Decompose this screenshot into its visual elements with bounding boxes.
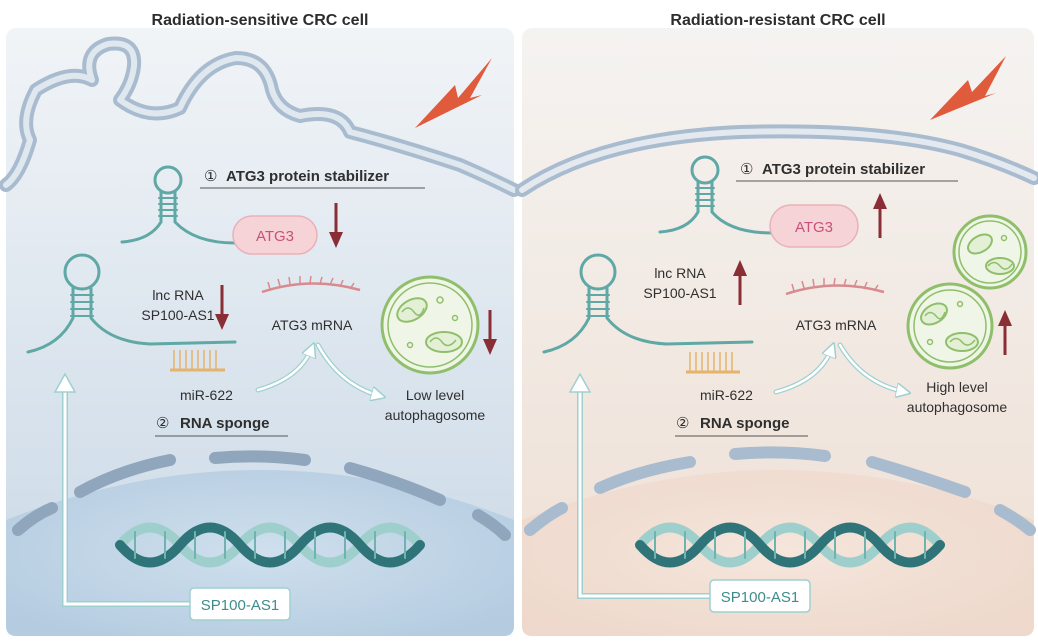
right-mirna-strand: [686, 352, 740, 374]
right-upper-lncrna-hairpin: [658, 155, 774, 235]
right-dna-helix-icon: [635, 522, 945, 568]
right-stabilizer-label: ATG3 protein stabilizer: [762, 161, 925, 178]
left-lncrna-down-arrow-icon: [215, 285, 229, 330]
left-atg3-down-arrow-icon: [329, 203, 343, 248]
left-dna-helix-icon: [115, 522, 425, 568]
left-sponge-label: RNA sponge: [180, 415, 269, 432]
left-lncrna-label-line2: SP100-AS1: [141, 307, 214, 323]
right-lncrna-label-line1: lnc RNA: [654, 265, 706, 281]
right-panel: Radiation-resistant CRC cell ① ATG3 prot…: [515, 12, 1038, 636]
right-autophagosome-icon-bottom: [906, 282, 994, 370]
right-nuclear-envelope: [524, 446, 1036, 536]
right-atg3-up-arrow-icon: [873, 193, 887, 238]
left-mirna-label: miR-622: [180, 387, 233, 403]
right-sponge-number: ②: [676, 415, 689, 432]
left-mrna-label: ATG3 mRNA: [272, 317, 353, 333]
left-gene-box: [189, 587, 291, 621]
right-autophagosome-icon-top: [952, 214, 1028, 290]
left-autophagosome-label-line1: Low level: [406, 387, 464, 403]
left-atg3-mrna-strand: [261, 275, 361, 294]
right-gene-box: [709, 579, 811, 613]
right-gene-label: SP100-AS1: [721, 589, 799, 606]
left-nucleus: [6, 470, 514, 636]
left-nuclear-envelope: [12, 450, 511, 541]
left-cell-membrane-inner: [3, 40, 517, 193]
left-upper-lncrna-hairpin: [120, 165, 237, 245]
left-mirna-strand: [170, 350, 225, 372]
right-atg3-protein: [769, 204, 859, 248]
left-sponge-number: ②: [156, 415, 169, 432]
right-panel-title: Radiation-resistant CRC cell: [670, 12, 885, 29]
right-mirna-label: miR-622: [700, 387, 753, 403]
left-autophagosome-icon: [380, 275, 480, 375]
right-atg3-protein-label: ATG3: [795, 219, 833, 236]
right-stabilizer-number: ①: [740, 161, 753, 178]
right-mrna-label: ATG3 mRNA: [796, 317, 877, 333]
left-atg3-protein-label: ATG3: [256, 228, 294, 245]
left-lncrna-label-line1: lnc RNA: [152, 287, 204, 303]
left-radiation-lightning-icon: [415, 58, 492, 128]
right-lower-lncrna-hairpin: [542, 253, 754, 354]
right-atg3-mrna-strand: [785, 277, 885, 296]
left-stabilizer-number: ①: [204, 168, 217, 185]
left-autophagosome-label-line2: autophagosome: [385, 407, 486, 423]
left-gene-label: SP100-AS1: [201, 597, 279, 614]
right-radiation-lightning-icon: [930, 56, 1006, 120]
left-panel-title: Radiation-sensitive CRC cell: [152, 12, 369, 29]
left-autophagosome-down-arrow-icon: [483, 310, 497, 355]
right-sponge-label: RNA sponge: [700, 415, 789, 432]
right-autophagosome-up-arrow-icon: [998, 310, 1012, 355]
right-autophagosome-label-line2: autophagosome: [907, 399, 1008, 415]
right-cell-membrane-inner: [519, 128, 1037, 193]
right-lncrna-label-line2: SP100-AS1: [643, 285, 716, 301]
left-atg3-protein: [232, 215, 318, 255]
left-panel: Radiation-sensitive CRC cell ① ATG3 prot…: [0, 12, 521, 636]
left-stabilizer-label: ATG3 protein stabilizer: [226, 168, 389, 185]
left-lower-lncrna-hairpin: [26, 253, 237, 354]
right-lncrna-up-arrow-icon: [733, 260, 747, 305]
right-autophagosome-label-line1: High level: [926, 379, 987, 395]
